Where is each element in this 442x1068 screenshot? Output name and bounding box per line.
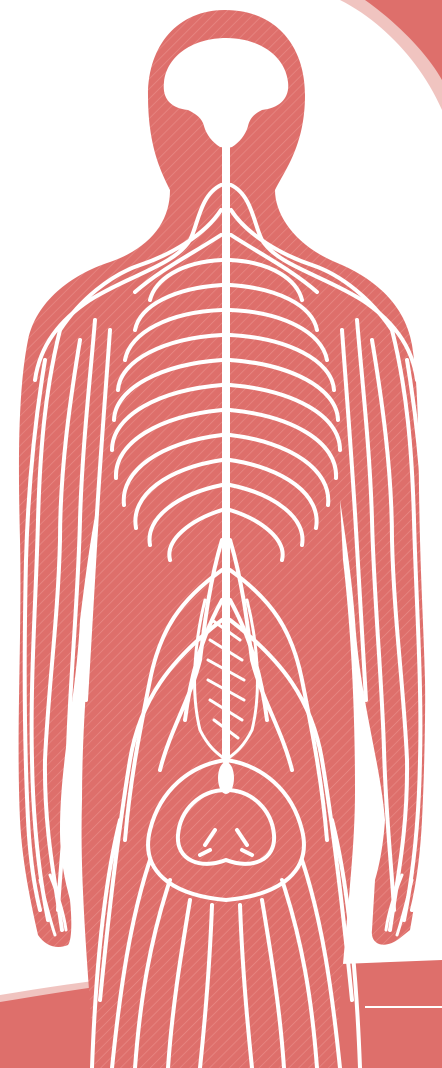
nervous-system-illustration <box>0 0 442 1068</box>
